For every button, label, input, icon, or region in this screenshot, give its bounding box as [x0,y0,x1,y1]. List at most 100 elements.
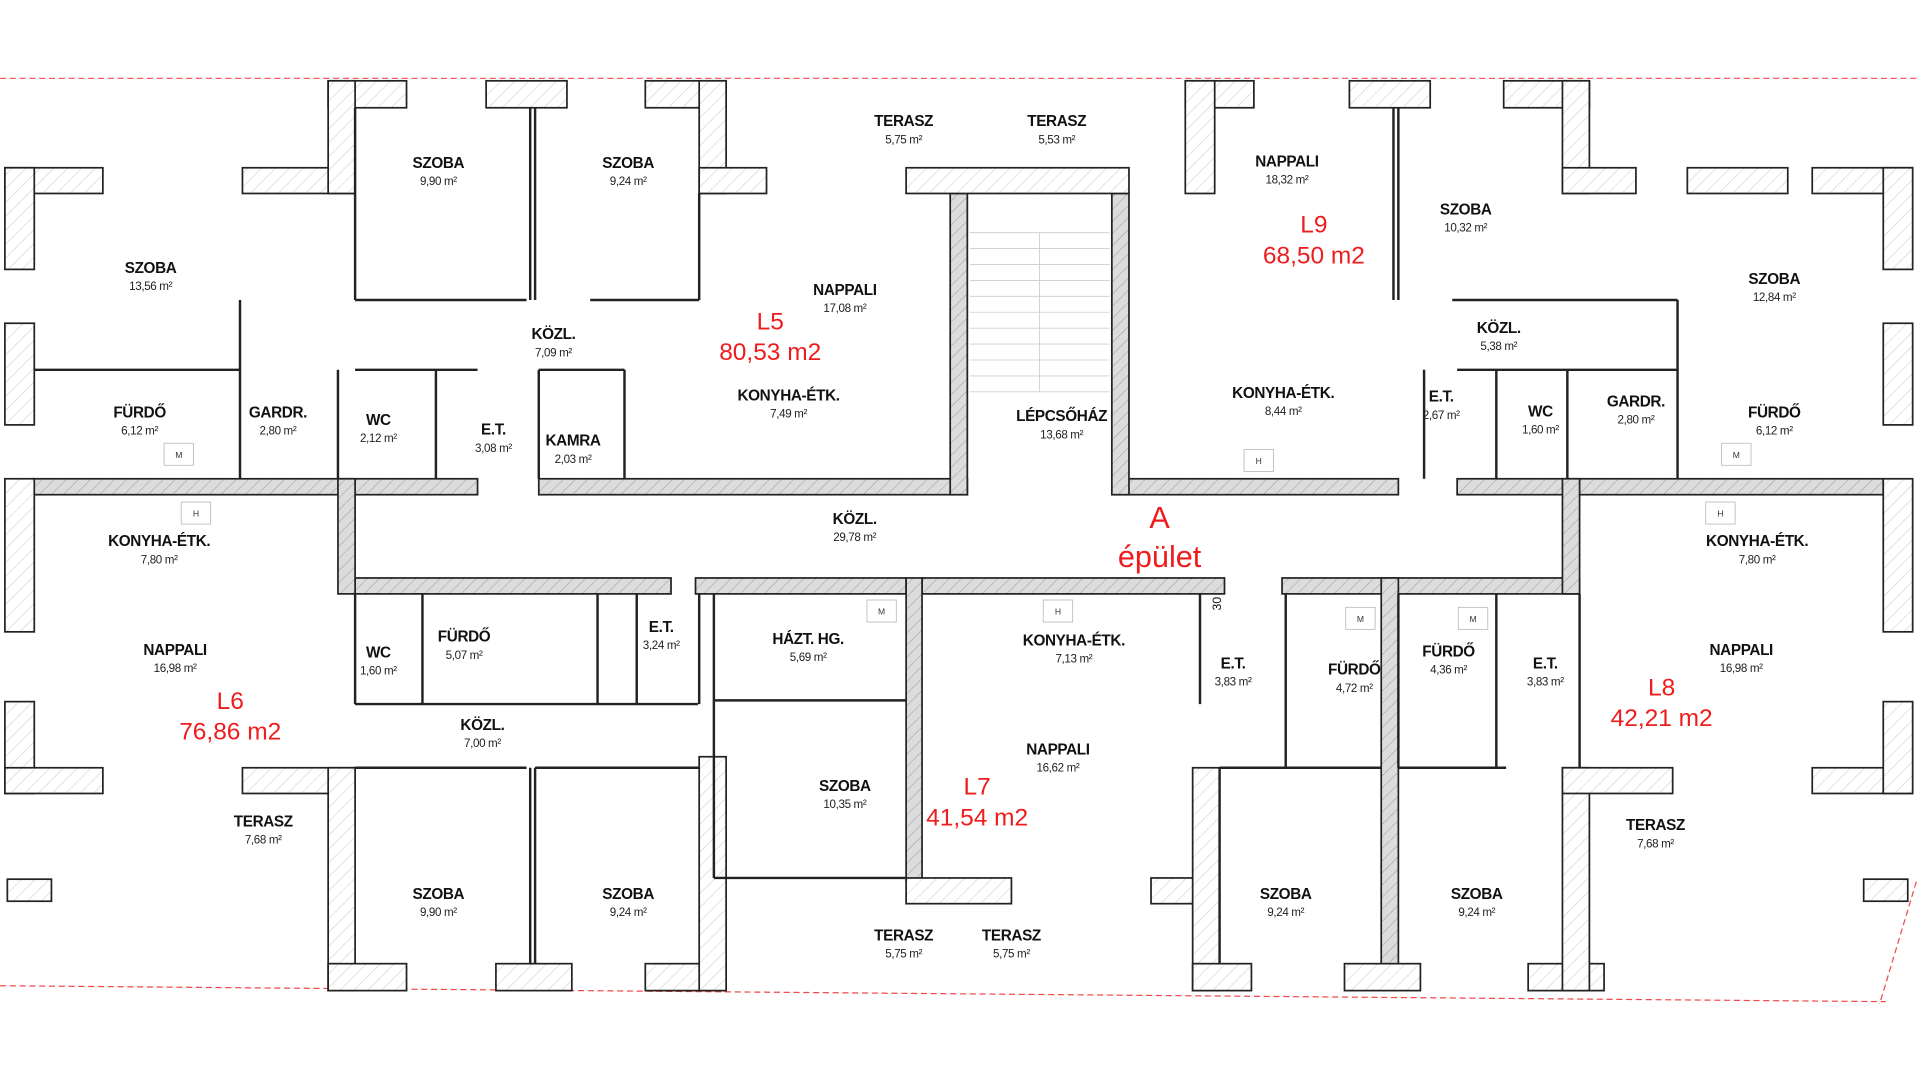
room-area: 2,80 m² [1617,414,1654,427]
room-area: 2,80 m² [260,425,297,438]
building-letter: A [1149,501,1170,535]
room-name: TERASZ [982,927,1041,944]
room-area: 7,09 m² [535,346,572,359]
room-name: TERASZ [1027,113,1086,130]
exterior-wall [1561,166,1637,195]
fixture-label: M [878,607,885,617]
room-area: 4,72 m² [1336,682,1373,695]
room-name: SZOBA [819,778,871,795]
fixture-label: H [1717,509,1723,519]
exterior-wall [1343,962,1422,992]
room-name: KÖZL. [833,511,877,528]
room-area: 9,90 m² [420,175,457,188]
room-name: SZOBA [1440,201,1492,218]
bearing-wall [1456,477,1885,496]
room-name: SZOBA [1260,886,1312,903]
room-area: 1,60 m² [360,665,397,678]
room-name: E.T. [1533,656,1558,673]
room-area: 5,07 m² [446,649,483,662]
exterior-wall [905,877,1013,905]
exterior-wall [1191,766,1221,992]
appliance-outline [1243,448,1274,472]
room-name: LÉPCSŐHÁZ [1016,407,1107,425]
bearing-wall [1110,192,1130,496]
fixture-label: H [1256,456,1262,466]
bearing-wall [1561,477,1581,595]
partitions [34,107,1679,964]
room-area: 5,75 m² [885,133,922,146]
room-name: E.T. [649,619,674,636]
apartment-id: L7 [964,774,991,801]
fixture-label: H [1055,607,1061,617]
room-name: SZOBA [1451,886,1503,903]
room-area: 5,53 m² [1038,133,1075,146]
room-name: SZOBA [125,260,177,277]
staircase [969,232,1110,393]
room-labels: TERASZ 5,75 m² TERASZ 5,53 m² SZOBA 9,90 m² SZ… [108,113,1809,960]
room-area: 6,12 m² [1756,425,1793,438]
room-name: NAPPALI [143,642,207,659]
room-area: 7,13 m² [1055,652,1092,665]
exterior-wall [1191,962,1253,992]
room-name: KÖZL. [1477,320,1521,337]
room-area: 7,80 m² [141,553,178,566]
room-name: TERASZ [234,814,293,831]
apartment-id: L6 [217,688,244,715]
exterior-wall [4,477,36,633]
room-area: 18,32 m² [1265,174,1308,187]
room-name: NAPPALI [813,282,877,299]
room-area: 4,36 m² [1430,663,1467,676]
apartment-id: L5 [757,308,784,335]
bearing-wall [905,577,923,883]
room-name: KONYHA-ÉTK. [1232,385,1334,402]
bearing-wall [949,192,969,496]
room-area: 9,24 m² [1267,906,1304,919]
fixture-label: M [1357,614,1364,624]
room-name: NAPPALI [1710,642,1774,659]
room-name: FÜRDŐ [1748,404,1801,422]
exterior-wall [327,79,356,195]
room-name: TERASZ [874,927,933,944]
room-name: HÁZT. HG. [772,631,844,648]
bearing-wall [1113,477,1400,496]
appliance-outline [1345,606,1376,630]
room-area: 12,84 m² [1753,291,1796,304]
room-area: 7,49 m² [770,408,807,421]
walls [4,79,1914,992]
fixture-label: M [175,450,182,460]
exterior-wall [495,962,573,992]
plot-boundary [0,77,1920,1005]
room-name: KONYHA-ÉTK. [108,533,210,550]
room-area: 7,80 m² [1739,553,1776,566]
room-area: 7,68 m² [1637,837,1674,850]
room-name: NAPPALI [1026,741,1090,758]
exterior-wall [327,962,408,992]
room-name: KONYHA-ÉTK. [1023,632,1125,649]
building-name: épület [1118,540,1202,574]
room-area: 9,24 m² [610,906,647,919]
bearing-wall [921,577,1226,595]
apartment-area: 42,21 m2 [1611,705,1713,732]
room-name: E.T. [481,422,506,439]
room-area: 2,67 m² [1423,409,1460,422]
exterior-wall [698,166,768,195]
room-area: 5,69 m² [790,651,827,664]
room-name: SZOBA [602,886,654,903]
room-name: FÜRDŐ [1422,642,1475,660]
exterior-wall [4,166,36,271]
appliance-outline [866,599,897,623]
room-name: WC [366,412,391,429]
room-name: KÖZL. [531,326,575,343]
apartment-area: 68,50 m2 [1263,242,1365,269]
appliance-outline [1705,501,1736,525]
room-area: 2,12 m² [360,432,397,445]
room-name: KONYHA-ÉTK. [737,387,839,404]
appliance-outline [180,501,212,525]
room-name: FÜRDŐ [113,404,166,422]
room-area: 8,44 m² [1265,405,1302,418]
appliance-outline [163,442,194,466]
apartment-area: 76,86 m2 [179,719,281,746]
